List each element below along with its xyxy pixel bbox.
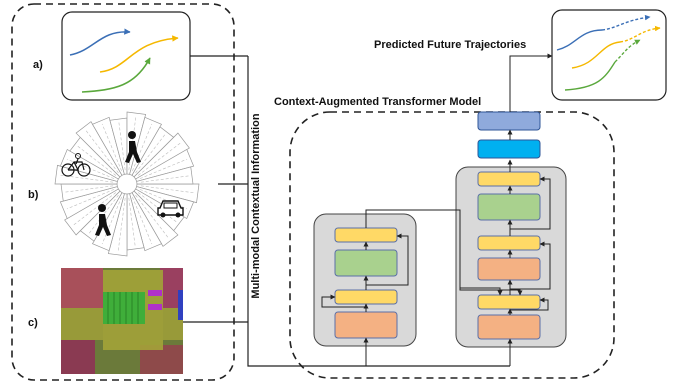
pedestrian-icon: [125, 131, 141, 163]
decoder-attention-block-2: [477, 235, 541, 251]
radial-sector: [131, 190, 179, 247]
radial-divider: [66, 189, 115, 210]
model-container: [289, 111, 615, 379]
panel-b-radial-grid: [54, 111, 200, 257]
connector-to-model: [247, 56, 510, 367]
radial-sector: [107, 193, 128, 257]
decoder-input-block: [477, 314, 541, 340]
radial-sector: [129, 192, 163, 252]
radial-sector: [64, 188, 121, 236]
encoder-stack: [313, 213, 417, 366]
panel-c-label: c): [28, 317, 38, 329]
decoder-embedding-block: [477, 257, 541, 281]
car-icon: [157, 200, 184, 218]
decoder-stack: [365, 53, 567, 366]
panel-a-label: a): [33, 59, 43, 71]
output-linear-block: [477, 139, 541, 159]
predicted-trajectories-panel: [551, 9, 667, 101]
radial-divider: [101, 196, 122, 245]
radial-divider: [72, 192, 117, 226]
panel-a-trajectories: [61, 11, 191, 101]
encoder-attention-block-1: [334, 227, 398, 243]
multimodal-input-container: [11, 3, 235, 381]
decoder-attention-block-3: [477, 294, 541, 310]
radial-divider: [140, 185, 195, 194]
output-projection-block: [477, 111, 541, 131]
radial-sector: [133, 132, 190, 180]
radial-divider: [128, 197, 136, 246]
encoder-feedforward-block: [334, 249, 398, 277]
radial-divider: [89, 194, 119, 234]
green-trajectory: [81, 57, 151, 93]
radial-divider: [65, 185, 114, 193]
radial-divider: [135, 134, 165, 174]
decoder-attention-block-1: [477, 171, 541, 187]
bicycle-icon: [61, 153, 91, 177]
encoder-attention-block-2: [334, 289, 398, 305]
radial-sector: [91, 116, 125, 176]
radial-divider: [135, 194, 169, 239]
radial-sector: [59, 148, 119, 182]
radial-divider: [118, 122, 126, 171]
radial-divider: [137, 192, 177, 222]
radial-sector: [135, 148, 195, 182]
panel-c-semantic-map: [61, 268, 183, 374]
radial-divider: [101, 123, 122, 172]
blue-trajectory: [69, 28, 131, 56]
radial-divider: [117, 197, 126, 252]
radial-divider: [132, 123, 153, 172]
decoder-feedforward-block: [477, 193, 541, 221]
radial-divider: [132, 196, 153, 245]
radial-sector: [59, 186, 119, 220]
radial-sector: [136, 166, 194, 185]
radial-sector: [75, 121, 123, 178]
yellow-trajectory: [99, 35, 179, 73]
multimodal-context-label: Multi-modal Contextual Information: [250, 113, 262, 299]
radial-divider: [137, 142, 182, 176]
model-title: Context-Augmented Transformer Model: [274, 96, 482, 108]
pedestrian-icon: [95, 204, 111, 236]
panel-b-label: b): [28, 189, 39, 201]
radial-divider: [140, 175, 189, 183]
radial-divider: [139, 158, 188, 179]
predicted-trajectories-title: Predicted Future Trajectories: [374, 39, 527, 51]
radial-divider: [77, 146, 117, 176]
encoder-embedding-block: [334, 311, 398, 339]
radial-divider: [85, 129, 119, 174]
radial-sector: [126, 111, 147, 175]
radial-sector: [91, 192, 125, 252]
